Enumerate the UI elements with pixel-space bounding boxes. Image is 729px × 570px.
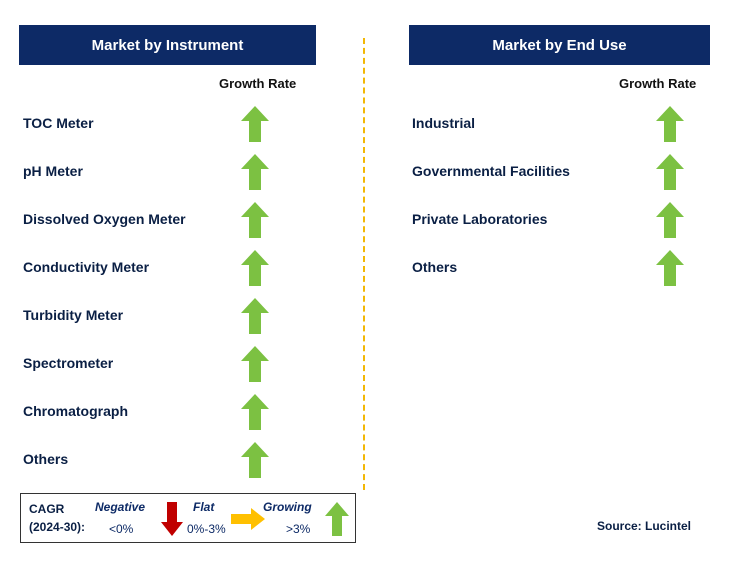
instrument-item-label: Chromatograph	[23, 403, 128, 419]
legend-growing-range: >3%	[286, 522, 311, 536]
instrument-growth-rate-label: Growth Rate	[219, 76, 297, 91]
up-arrow-icon	[241, 394, 269, 430]
legend-negative-label: Negative	[95, 500, 146, 514]
up-arrow-icon	[325, 502, 349, 536]
end-use-item-label: Industrial	[412, 115, 476, 131]
legend-flat-label: Flat	[193, 500, 215, 514]
end-use-item-label: Others	[412, 259, 458, 275]
up-arrow-icon	[241, 346, 269, 382]
up-arrow-icon	[241, 442, 269, 478]
up-arrow-icon	[241, 298, 269, 334]
up-arrow-icon	[241, 202, 269, 238]
panel-divider	[363, 38, 365, 490]
up-arrow-icon	[656, 202, 684, 238]
end-use-header: Market by End Use	[409, 25, 710, 65]
legend-negative-range: <0%	[109, 522, 134, 536]
up-arrow-icon	[656, 250, 684, 286]
cagr-legend: CAGR (2024-30): Negative <0% Flat 0%-3% …	[20, 493, 356, 543]
up-arrow-icon	[241, 106, 269, 142]
legend-cagr-label: CAGR	[29, 502, 65, 516]
down-arrow-icon	[161, 502, 183, 536]
end-use-item-label: Private Laboratories	[412, 211, 548, 227]
legend-growing-label: Growing	[263, 500, 312, 514]
end-use-growth-rate-label: Growth Rate	[619, 76, 697, 91]
instrument-item-label: pH Meter	[23, 163, 83, 179]
instrument-item-label: Conductivity Meter	[23, 259, 150, 275]
instrument-item-label: TOC Meter	[23, 115, 94, 131]
up-arrow-icon	[241, 250, 269, 286]
legend-cagr-period: (2024-30):	[29, 520, 86, 534]
instrument-item-label: Turbidity Meter	[23, 307, 124, 323]
instrument-item-label: Others	[23, 451, 69, 467]
legend-flat-range: 0%-3%	[187, 522, 226, 536]
up-arrow-icon	[656, 106, 684, 142]
source-note: Source: Lucintel	[597, 519, 692, 533]
instrument-item-label: Spectrometer	[23, 355, 114, 371]
up-arrow-icon	[656, 154, 684, 190]
right-arrow-icon	[231, 508, 265, 530]
end-use-title: Market by End Use	[492, 36, 627, 54]
instrument-item-label: Dissolved Oxygen Meter	[23, 211, 186, 227]
instrument-title: Market by Instrument	[91, 36, 244, 54]
up-arrow-icon	[241, 154, 269, 190]
end-use-item-label: Governmental Facilities	[412, 163, 570, 179]
instrument-header: Market by Instrument	[19, 25, 316, 65]
